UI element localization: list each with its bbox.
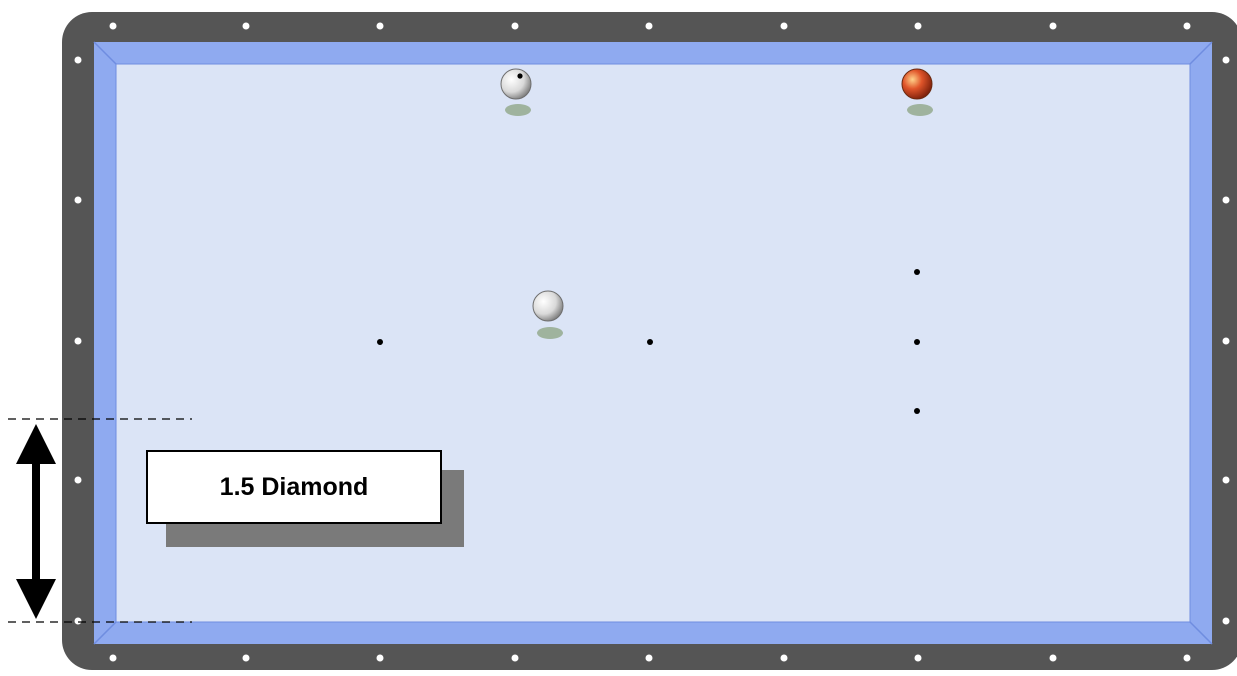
white-ball bbox=[533, 291, 563, 321]
diamond-bottom-9 bbox=[1184, 655, 1191, 662]
diamond-top-6 bbox=[781, 23, 788, 30]
diamond-top-8 bbox=[1050, 23, 1057, 30]
diamond-bottom-3 bbox=[377, 655, 384, 662]
diamond-top-5 bbox=[646, 23, 653, 30]
diamond-left-4 bbox=[75, 477, 82, 484]
marker-spot bbox=[647, 339, 653, 345]
diamond-right-5 bbox=[1223, 618, 1230, 625]
diamond-top-2 bbox=[243, 23, 250, 30]
diamond-left-2 bbox=[75, 197, 82, 204]
diamond-bottom-1 bbox=[110, 655, 117, 662]
diamond-right-4 bbox=[1223, 477, 1230, 484]
diamond-right-3 bbox=[1223, 338, 1230, 345]
marker-spot bbox=[914, 408, 920, 414]
diamond-bottom-8 bbox=[1050, 655, 1057, 662]
diamond-top-1 bbox=[110, 23, 117, 30]
diamond-top-7 bbox=[915, 23, 922, 30]
diamond-bottom-5 bbox=[646, 655, 653, 662]
diamond-bottom-6 bbox=[781, 655, 788, 662]
diamond-top-9 bbox=[1184, 23, 1191, 30]
cue-ball-with-dot bbox=[501, 69, 531, 99]
diamond-left-5 bbox=[75, 618, 82, 625]
diamond-bottom-7 bbox=[915, 655, 922, 662]
diamond-right-2 bbox=[1223, 197, 1230, 204]
diamond-bottom-4 bbox=[512, 655, 519, 662]
diamond-left-1 bbox=[75, 57, 82, 64]
diamond-top-4 bbox=[512, 23, 519, 30]
diamond-bottom-2 bbox=[243, 655, 250, 662]
marker-spot bbox=[377, 339, 383, 345]
diamond-top-3 bbox=[377, 23, 384, 30]
marker-spot bbox=[914, 339, 920, 345]
double-headed-arrow bbox=[16, 424, 56, 619]
red-ball bbox=[902, 69, 932, 99]
marker-spot bbox=[914, 269, 920, 275]
diamond-measure-label: 1.5 Diamond bbox=[146, 450, 442, 524]
diamond-left-3 bbox=[75, 338, 82, 345]
diamond-right-1 bbox=[1223, 57, 1230, 64]
